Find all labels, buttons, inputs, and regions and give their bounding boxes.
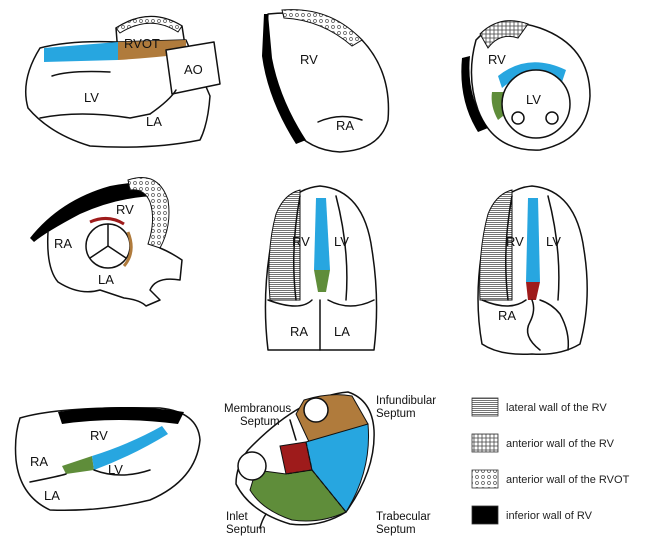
label-ra: RA bbox=[498, 308, 516, 323]
valve-ring bbox=[238, 452, 266, 480]
label-trabecular-line1: Trabecular bbox=[376, 511, 431, 523]
label-la: LA bbox=[98, 272, 114, 287]
label-rv: RV bbox=[300, 52, 318, 67]
panel-subcostal: RV RA LV LA bbox=[16, 407, 201, 510]
label-trabecular-line2: Septum bbox=[376, 524, 416, 536]
panel-rv-inflow: RV RA bbox=[262, 10, 388, 152]
legend-label-inferior: inferior wall of RV bbox=[506, 510, 593, 522]
label-lv: LV bbox=[84, 90, 99, 105]
label-lv: LV bbox=[546, 234, 561, 249]
legend-label-lateral: lateral wall of the RV bbox=[506, 402, 607, 414]
legend-swatch-rvot bbox=[472, 470, 498, 488]
label-ao: AO bbox=[184, 62, 203, 77]
label-rv: RV bbox=[116, 202, 134, 217]
legend-swatch-anterior bbox=[472, 434, 498, 452]
panel-five-chamber: RV LV RA bbox=[478, 186, 587, 354]
label-rv: RV bbox=[488, 52, 506, 67]
label-infundibular-line2: Septum bbox=[376, 408, 416, 420]
label-membranous-line1: Membranous bbox=[224, 403, 291, 415]
legend-swatch-lateral bbox=[472, 398, 498, 416]
valve-ring bbox=[304, 398, 328, 422]
rv-inflow-outline bbox=[267, 13, 389, 152]
papillary-muscle bbox=[512, 112, 524, 124]
label-rv: RV bbox=[292, 234, 310, 249]
legend-swatch-inferior bbox=[472, 506, 498, 524]
legend-label-anterior: anterior wall of the RV bbox=[506, 438, 615, 450]
label-la: LA bbox=[44, 488, 60, 503]
label-lv: LV bbox=[526, 92, 541, 107]
label-inlet-line2: Septum bbox=[226, 524, 266, 536]
papillary-muscle bbox=[546, 112, 558, 124]
label-la: LA bbox=[146, 114, 162, 129]
label-membranous-line2: Septum bbox=[240, 416, 280, 428]
label-inlet-line1: Inlet bbox=[226, 511, 249, 523]
membranous-arc bbox=[90, 218, 124, 224]
septum-segment bbox=[526, 198, 540, 282]
label-ra: RA bbox=[290, 324, 308, 339]
label-ra: RA bbox=[54, 236, 72, 251]
legend-label-rvot: anterior wall of the RVOT bbox=[506, 474, 630, 486]
label-lv: LV bbox=[108, 462, 123, 477]
label-lv: LV bbox=[334, 234, 349, 249]
label-ra: RA bbox=[30, 454, 48, 469]
label-la: LA bbox=[334, 324, 350, 339]
legend: lateral wall of the RV anterior wall of t… bbox=[472, 398, 630, 524]
label-rvot: RVOT bbox=[124, 36, 160, 51]
label-infundibular-line1: Infundibular bbox=[376, 395, 436, 407]
panel-four-chamber: RV LV RA LA bbox=[265, 186, 376, 350]
panel-sax: RV LV bbox=[461, 21, 590, 150]
label-rv: RV bbox=[506, 234, 524, 249]
label-ra: RA bbox=[336, 118, 354, 133]
panel-aortic-sax: RV RA LA bbox=[30, 178, 182, 307]
panel-plax: RVOT AO LV LA bbox=[26, 16, 220, 147]
label-rv: RV bbox=[90, 428, 108, 443]
anterior-rvot-pattern bbox=[128, 178, 169, 249]
